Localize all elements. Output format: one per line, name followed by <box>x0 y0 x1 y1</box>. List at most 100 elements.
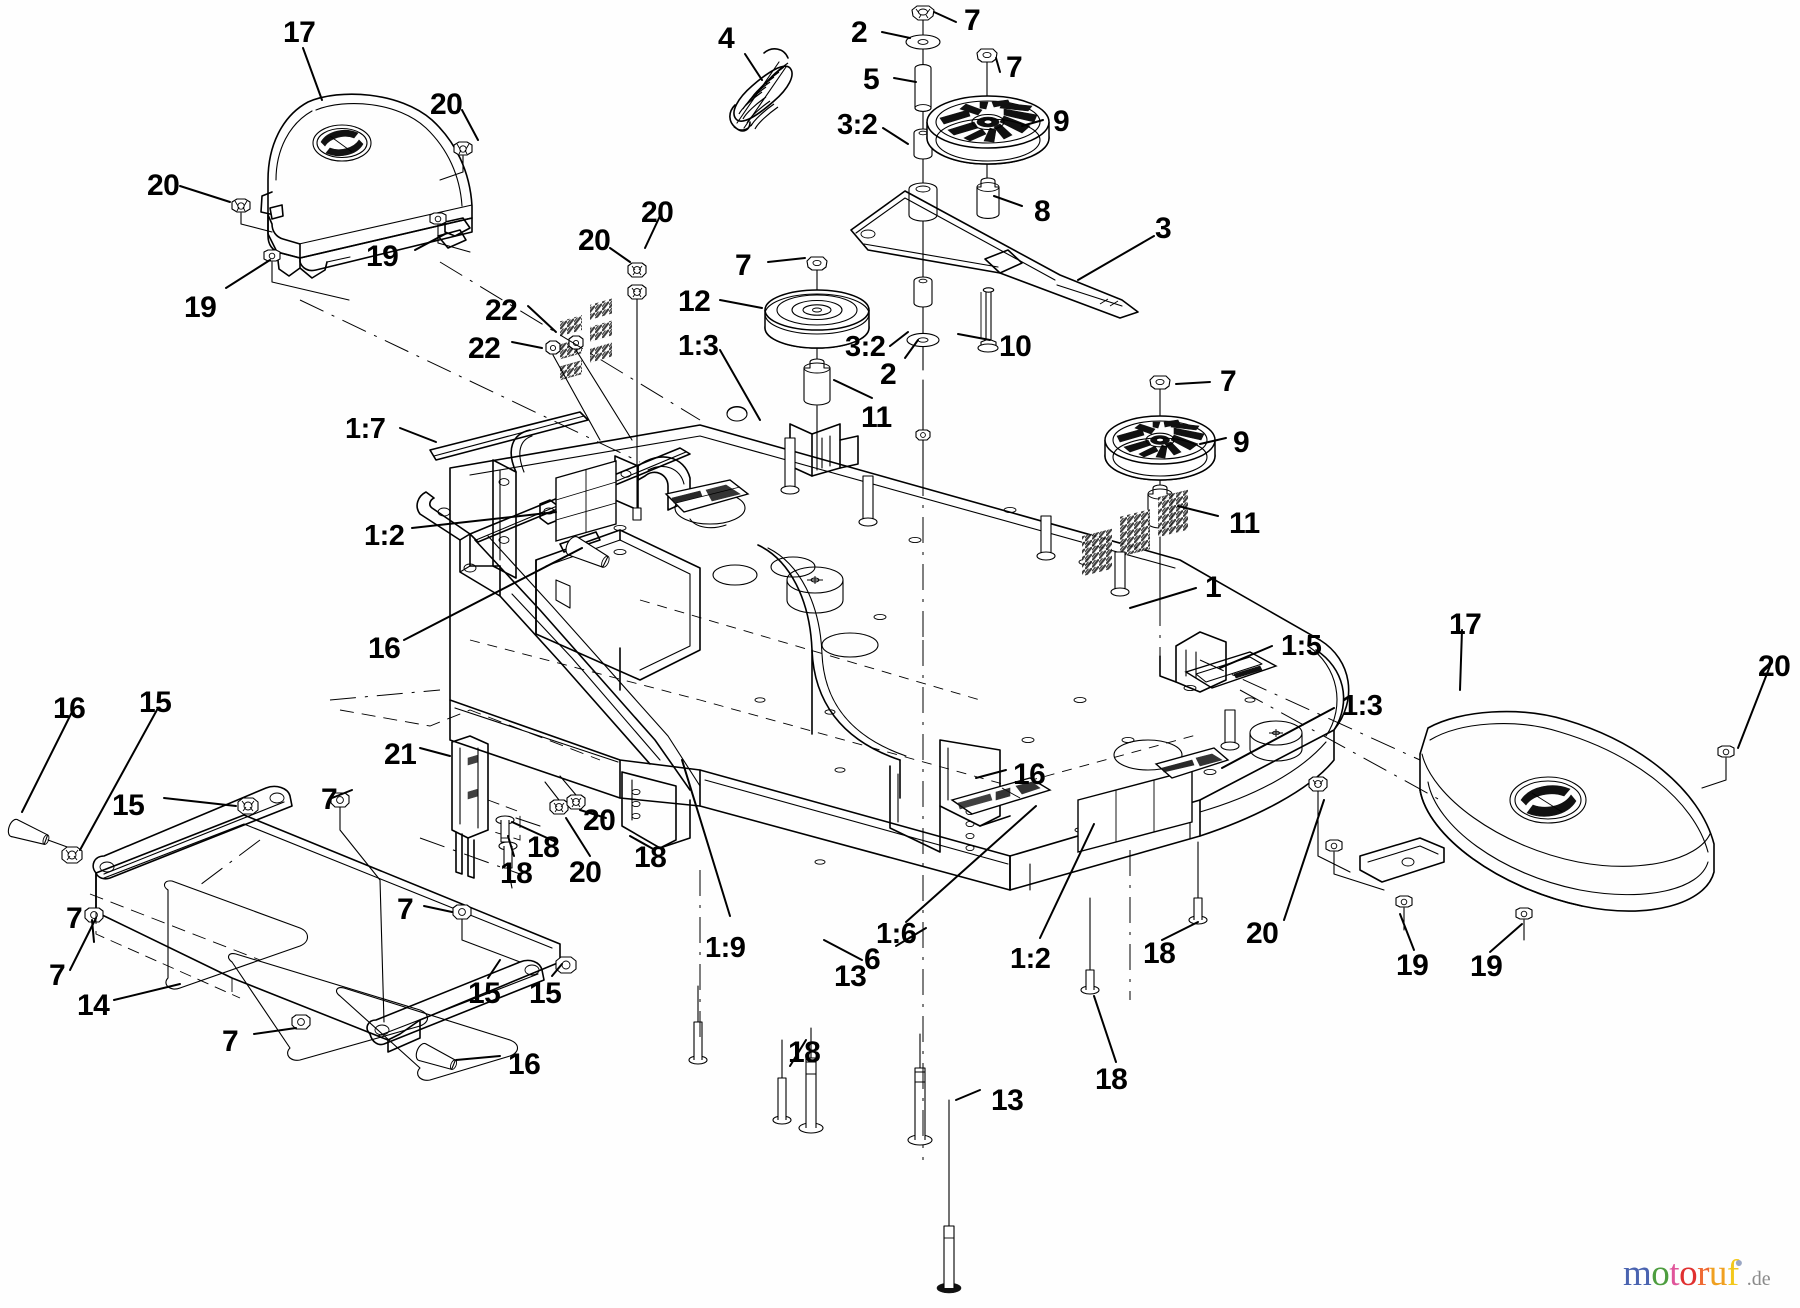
callout-8: 8 <box>1034 195 1051 228</box>
callout-13-a: 13 <box>834 960 867 993</box>
callout-20-left-cover-a: 20 <box>430 88 463 121</box>
instruction-decal-left-1-3 <box>664 479 750 513</box>
callout-7-plate-d: 7 <box>49 959 66 992</box>
front-frame-rail <box>416 405 859 597</box>
callout-19-left-a: 19 <box>366 240 399 273</box>
callout-7-pulley-lower: 7 <box>1220 365 1237 398</box>
mower-deck-body <box>449 424 1350 891</box>
warning-decal-left-1-2 <box>555 298 617 542</box>
callout-2-lower: 2 <box>880 358 897 391</box>
callout-3-idler-arm: 3 <box>1155 212 1172 245</box>
watermark-letter-m: m <box>1623 1253 1652 1294</box>
deck-support-arms <box>474 535 701 849</box>
callout-19-right-b: 19 <box>1470 950 1503 983</box>
anti-scalp-plate-14 <box>89 709 601 1081</box>
callout-7-plate-a: 7 <box>321 783 338 816</box>
flat-idler-pulley-upper <box>926 48 1050 219</box>
callout-7-v-pulley: 7 <box>735 249 752 282</box>
callout-1-9: 1:9 <box>705 932 746 964</box>
callout-15-left-a: 15 <box>139 686 172 719</box>
motoruf-watermark: motoruf●.de <box>1623 1255 1771 1292</box>
callout-14: 14 <box>77 989 110 1022</box>
callout-11-lower: 11 <box>1229 507 1260 540</box>
callout-1-deck: 1 <box>1205 571 1222 604</box>
callout-15-lower-b: 15 <box>529 977 562 1010</box>
callout-3-2-lower: 3:2 <box>845 331 886 363</box>
callout-20-d: 20 <box>569 856 602 889</box>
callout-19-right-a: 19 <box>1396 949 1429 982</box>
deck-clip-1-5 <box>1159 631 1227 693</box>
callout-1-2-right: 1:2 <box>1010 943 1051 975</box>
callout-20-right-skirt: 20 <box>1246 917 1279 950</box>
watermark-letter-r: r <box>1697 1253 1709 1294</box>
watermark-dot: ● <box>1734 1256 1743 1271</box>
right-belt-cover-group <box>1359 710 1715 912</box>
callout-18-right-low: 18 <box>1095 1063 1128 1096</box>
callout-18-b: 18 <box>634 841 667 874</box>
callout-1-3-right: 1:3 <box>1342 690 1383 722</box>
serial-plate-1-5 <box>1184 651 1278 689</box>
callout-16-chute: 16 <box>368 632 401 665</box>
watermark-suffix: .de <box>1746 1268 1771 1290</box>
callout-18-c: 18 <box>500 857 533 890</box>
callout-18-center: 18 <box>788 1036 821 1069</box>
callout-17-left: 17 <box>283 16 316 49</box>
callout-10: 10 <box>999 330 1032 363</box>
callout-6: 6 <box>864 943 881 976</box>
callout-20-left-cover-b: 20 <box>147 169 180 202</box>
callout-2-upper: 2 <box>851 16 868 49</box>
extension-spring <box>729 48 793 132</box>
left-belt-cover-group <box>260 93 473 279</box>
callout-1-3-left: 1:3 <box>678 330 719 362</box>
idler-arm-plate <box>850 190 1139 319</box>
callout-20-stud-a: 20 <box>641 196 674 229</box>
callout-7-pulley-upper: 7 <box>1006 51 1023 84</box>
instruction-decal-right-1-3 <box>1154 747 1230 779</box>
callout-16-left-outer: 16 <box>53 692 86 725</box>
leader-lines <box>21 11 1771 1101</box>
callout-11-upper: 11 <box>861 401 892 434</box>
anti-scalp-fasteners <box>7 792 577 1070</box>
callout-20-right-cover: 20 <box>1758 650 1791 683</box>
callout-18-right: 18 <box>1143 937 1176 970</box>
callout-22-a: 22 <box>485 294 518 327</box>
callout-15-lower-a: 15 <box>468 977 501 1010</box>
callout-22-b: 22 <box>468 332 501 365</box>
right-cover-fastener-nuts <box>1325 745 1735 941</box>
callout-15-left-b: 15 <box>112 789 145 822</box>
callout-1-7: 1:7 <box>345 413 386 445</box>
callout-9-lower: 9 <box>1233 426 1250 459</box>
front-mount-bracket <box>889 739 1011 853</box>
callout-18-a: 18 <box>527 831 560 864</box>
callout-16-lower: 16 <box>508 1048 541 1081</box>
center-hardware-stack <box>905 5 941 640</box>
callout-7-plate-e: 7 <box>222 1025 239 1058</box>
watermark-letter-o2: o <box>1679 1253 1698 1294</box>
callout-1-6-left: 1:6 <box>876 918 917 950</box>
callout-3-2-upper: 3:2 <box>837 109 878 141</box>
v-idler-pulley <box>764 256 870 471</box>
lower-fasteners <box>495 262 1351 1294</box>
shoulder-bolt-10 <box>977 287 999 353</box>
reinforcement-strip-1-7 <box>429 411 589 461</box>
callout-12: 12 <box>678 285 711 318</box>
callout-13-b: 13 <box>991 1084 1024 1117</box>
callout-7-plate-c: 7 <box>397 893 414 926</box>
left-cover-fastener-nuts <box>231 141 473 301</box>
callout-20-c: 20 <box>583 804 616 837</box>
callout-16-deck: 16 <box>1013 758 1046 791</box>
callout-17-right: 17 <box>1449 608 1482 641</box>
callout-4: 4 <box>718 22 735 55</box>
watermark-letter-o1: o <box>1651 1253 1670 1294</box>
callout-7-top: 7 <box>964 4 981 37</box>
callout-1-5: 1:5 <box>1281 630 1322 662</box>
callout-1-2-left: 1:2 <box>364 520 405 552</box>
warning-decal-right-1-2 <box>1077 489 1193 853</box>
flat-idler-pulley-lower <box>1104 375 1216 601</box>
instruction-decal-center-1-6 <box>950 777 1052 815</box>
callout-9-upper: 9 <box>1053 105 1070 138</box>
callout-5: 5 <box>863 63 880 96</box>
